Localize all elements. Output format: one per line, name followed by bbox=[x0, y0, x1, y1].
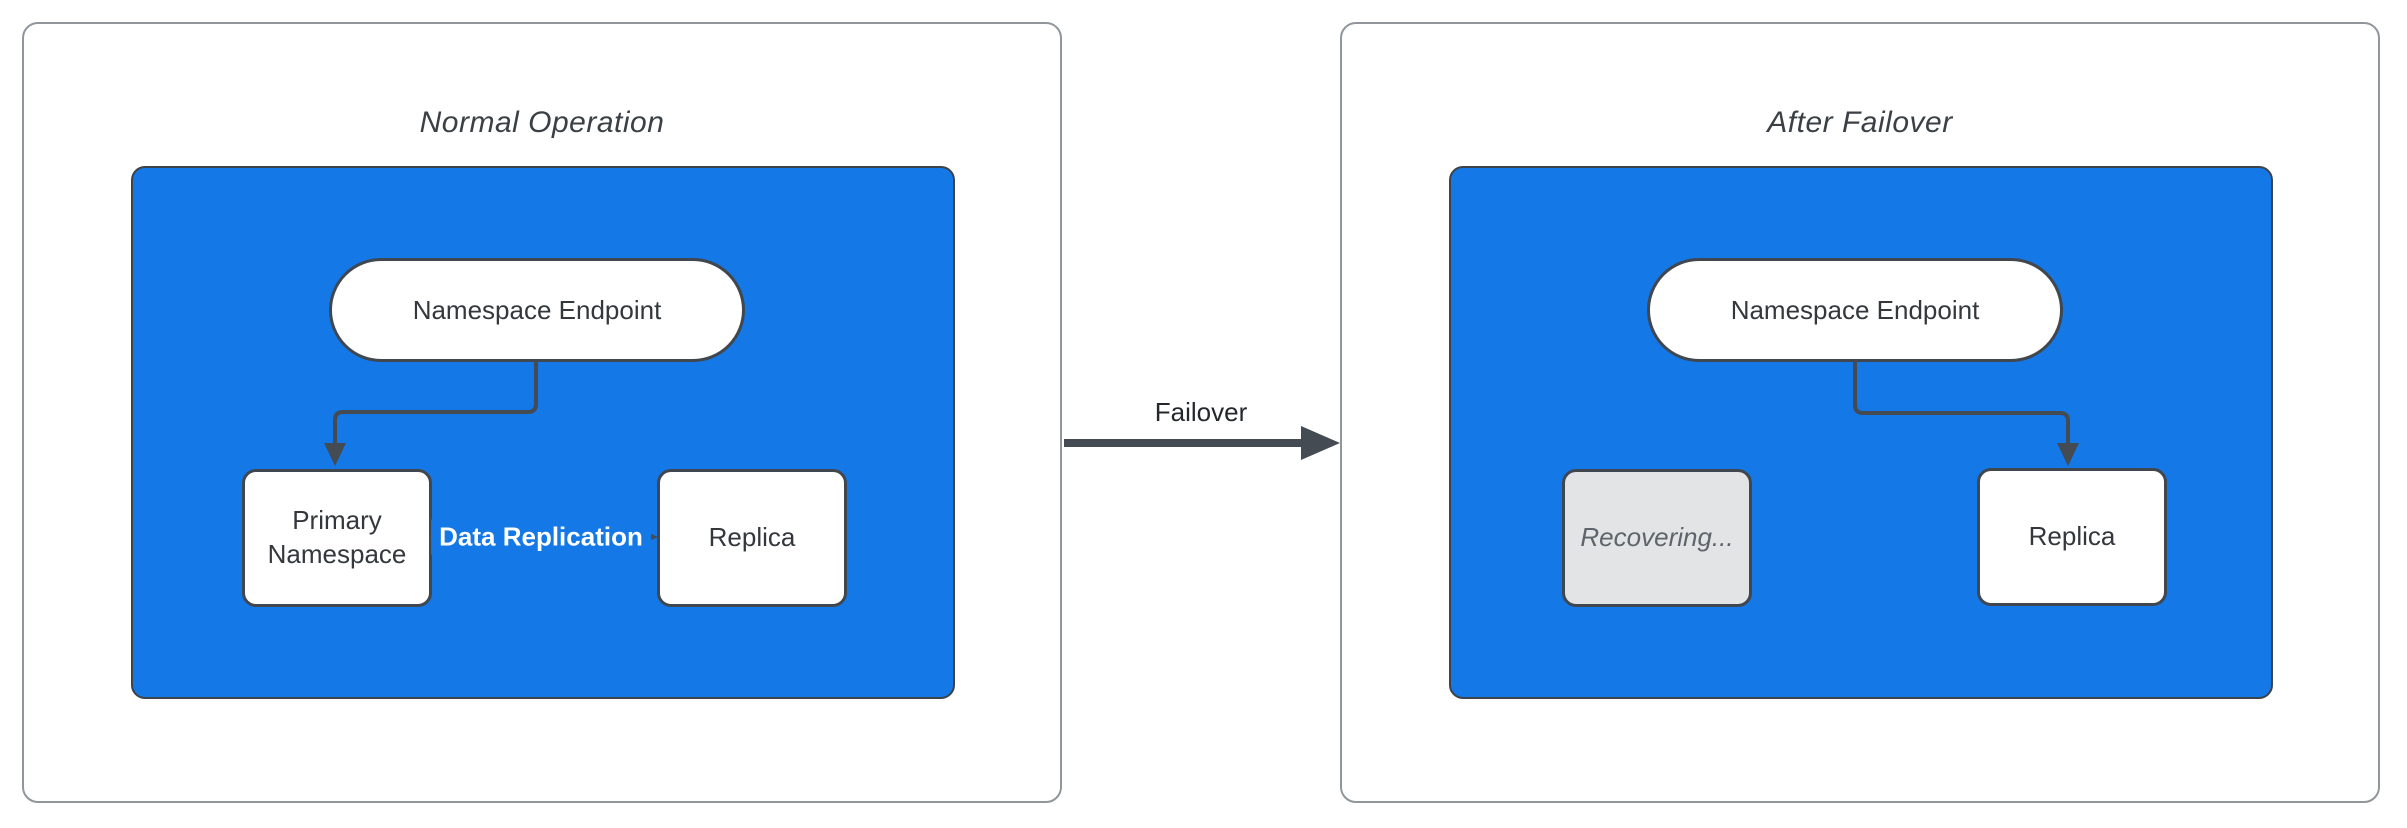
namespace-endpoint-node: Namespace Endpoint bbox=[1647, 258, 2063, 362]
panel-title: After Failover bbox=[1767, 106, 1953, 139]
panel-normal-operation: Normal Operation Namespace Endpoint Prim… bbox=[22, 22, 1062, 803]
namespace-endpoint-node: Namespace Endpoint bbox=[329, 258, 745, 362]
panel-after-failover: After Failover Namespace Endpoint Recove… bbox=[1340, 22, 2380, 803]
replica-node: Replica bbox=[657, 469, 847, 607]
recovering-node: Recovering... bbox=[1562, 469, 1752, 607]
data-replication-label: Data Replication bbox=[431, 519, 651, 555]
namespace-cluster bbox=[131, 166, 955, 699]
panel-title: Normal Operation bbox=[419, 106, 665, 139]
primary-namespace-node: Primary Namespace bbox=[242, 469, 432, 607]
namespace-cluster bbox=[1449, 166, 2273, 699]
replica-node: Replica bbox=[1977, 468, 2167, 606]
arrowhead-right-large-icon bbox=[1301, 426, 1340, 460]
failover-label: Failover bbox=[1154, 397, 1248, 427]
